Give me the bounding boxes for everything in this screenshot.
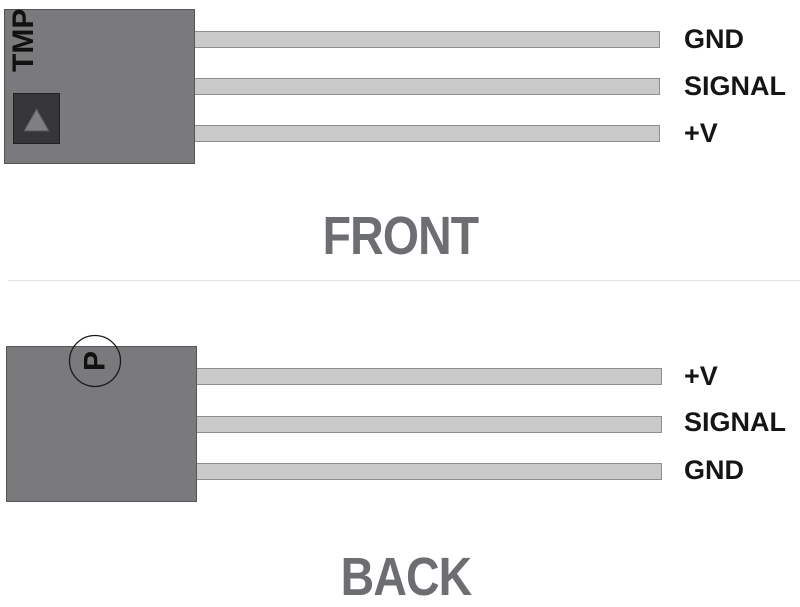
lead-2 bbox=[196, 416, 662, 433]
pin-label-1: +V bbox=[684, 361, 718, 391]
body-label-tmp: TMP bbox=[7, 8, 40, 72]
pin-label-2: SIGNAL bbox=[684, 407, 787, 437]
circled-p-icon: P bbox=[68, 334, 122, 388]
pin-label-3: GND bbox=[684, 455, 744, 485]
sensor-body-back bbox=[6, 346, 197, 502]
pin-label-3: +V bbox=[684, 118, 718, 148]
p-marking: P bbox=[79, 351, 112, 371]
pin-label-2: SIGNAL bbox=[684, 71, 787, 101]
section-divider bbox=[8, 280, 800, 281]
back-view: P +V SIGNAL GND BACK bbox=[0, 282, 800, 607]
lead-2 bbox=[194, 78, 660, 95]
triangle-icon bbox=[13, 93, 60, 144]
pin-label-1: GND bbox=[684, 24, 744, 54]
lead-3 bbox=[194, 125, 660, 142]
lead-1 bbox=[194, 31, 660, 48]
view-title-back: BACK bbox=[340, 547, 473, 607]
front-view: TMP GND SIGNAL +V FRONT bbox=[0, 0, 800, 280]
lead-3 bbox=[196, 463, 662, 480]
view-title-front: FRONT bbox=[322, 206, 479, 266]
lead-1 bbox=[196, 368, 662, 385]
